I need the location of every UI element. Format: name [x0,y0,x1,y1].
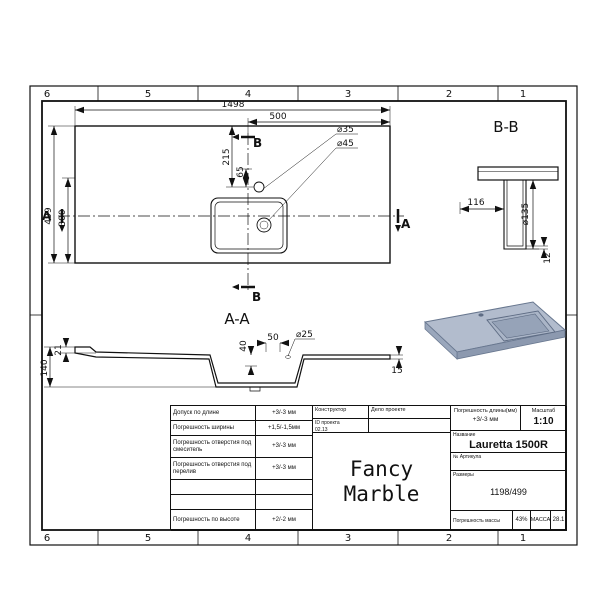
dim-drain-hole-diameter: ⌀45 [337,139,354,149]
dim-overall-depth: 499 [44,207,54,224]
dim-sink-offset: 500 [269,112,286,122]
dim-aa-height: 140 [40,359,50,376]
iso-view [423,301,567,360]
dim-aa-edge-thickness: 15 [391,366,402,376]
grid-number: 5 [145,89,151,100]
section-bb-title: B-B [493,118,518,136]
tolerance-label: Погрешность по высоте [171,510,256,531]
iso-faucet-hole [478,313,484,317]
mass-tolerance-label: Погрешность массы [453,517,500,524]
grid-number: 1 [520,533,526,544]
section-aa-text: 21 140 40 50 ⌀25 15 [40,330,403,377]
project-id-label: ID проекта [315,420,340,426]
mass-value: 28.1 [551,511,567,531]
tolerance-value: +3/-3 мм [256,406,313,421]
dim-aa-overflow-hole: ⌀25 [296,330,313,340]
section-marker-b-bottom: B [252,290,261,304]
dim-aa-lip: 21 [54,344,64,355]
tolerance-value-empty [256,495,313,510]
grid-numbers-bottom: 6 5 4 3 2 1 [44,533,526,544]
section-marker-a-right: A [401,217,411,231]
dimensions-label: Размеры [453,472,474,478]
iso-side-edge [424,321,458,360]
dim-aa-overflow-offset: 50 [267,333,279,343]
length-tolerance-label: Погрешность длины(мм) [453,408,517,414]
section-marker-a-left: A [42,209,52,223]
scale-value: 1:10 [533,416,554,427]
tolerance-label: Погрешность ширины [171,421,256,436]
brand-line-1: Fancy [349,456,414,481]
project-label: Дело проекте [369,406,451,419]
brand-line-2: Marble [343,481,420,506]
grid-number: 1 [520,89,526,100]
grid-number: 3 [345,89,351,100]
grid-number: 4 [245,533,251,544]
faucet-hole [253,181,265,193]
article-label: № Артикула [453,454,482,460]
scale-label: Масштаб [531,408,556,414]
dim-aa-basin-depth: 40 [239,340,249,352]
dim-bb-thickness: 12 [543,252,553,263]
dim-faucet-offset: 65 [236,166,246,177]
mass-label: МАССА [531,511,551,531]
grid-number: 4 [245,89,251,100]
tolerance-label-empty [171,495,256,510]
grid-number: 6 [44,533,50,544]
grid-number: 2 [446,89,452,100]
dim-faucet-from-edge: 215 [222,148,232,165]
dim-overall-length: 1498 [222,100,245,110]
project-id-value: 02.13 [315,427,328,433]
grid-number: 3 [345,533,351,544]
project-empty-cell [369,419,451,433]
section-marker-b-top: B [253,136,262,150]
mass-tolerance-value: 43% [513,511,531,531]
dim-sink-depth: 300 [58,209,68,226]
product-name: Lauretta 1500R [469,439,548,451]
name-label: Название [453,432,476,438]
tolerance-label: Погрешность отверстия под смеситель [171,436,256,458]
tolerance-value: +1,5/-1,5мм [256,421,313,436]
dim-bb-hole: ⌀135 [521,203,531,226]
grid-numbers-top: 6 5 4 3 2 1 [44,89,526,100]
brand-logo: Fancy Marble [313,433,451,531]
length-tolerance-value: +3/-3 мм [472,416,499,423]
constructor-label: Конструктор [313,406,369,419]
section-bb-linework [459,166,559,258]
dimensions-value: 1198/499 [490,487,527,497]
section-aa-title: A-A [224,310,250,328]
tolerance-value: +3/-3 мм [256,458,313,480]
grid-number: 6 [44,89,50,100]
grid-number: 5 [145,533,151,544]
plan-view-linework [48,106,404,291]
tolerance-label-empty [171,480,256,495]
iso-basin-floor [491,313,550,339]
grid-number: 2 [446,533,452,544]
dim-faucet-hole-diameter: ⌀35 [337,125,354,135]
tolerance-value: +3/-3 мм [256,436,313,458]
plan-view-text: 1498 500 215 65 ⌀35 ⌀45 499 300 A A B B [42,100,411,304]
tolerance-value: +2/-2 мм [256,510,313,531]
tolerance-label: Погрешность отверстия под перелив [171,458,256,480]
section-bb-text: 116 ⌀135 12 [467,198,553,264]
tolerance-label: Допуск по длине [171,406,256,421]
drain-hole [256,217,272,233]
tolerance-value-empty [256,480,313,495]
title-block: Допуск по длине +3/-3 мм Погрешность шир… [170,405,567,531]
dim-bb-width: 116 [467,198,484,208]
section-aa-linework [44,338,403,392]
